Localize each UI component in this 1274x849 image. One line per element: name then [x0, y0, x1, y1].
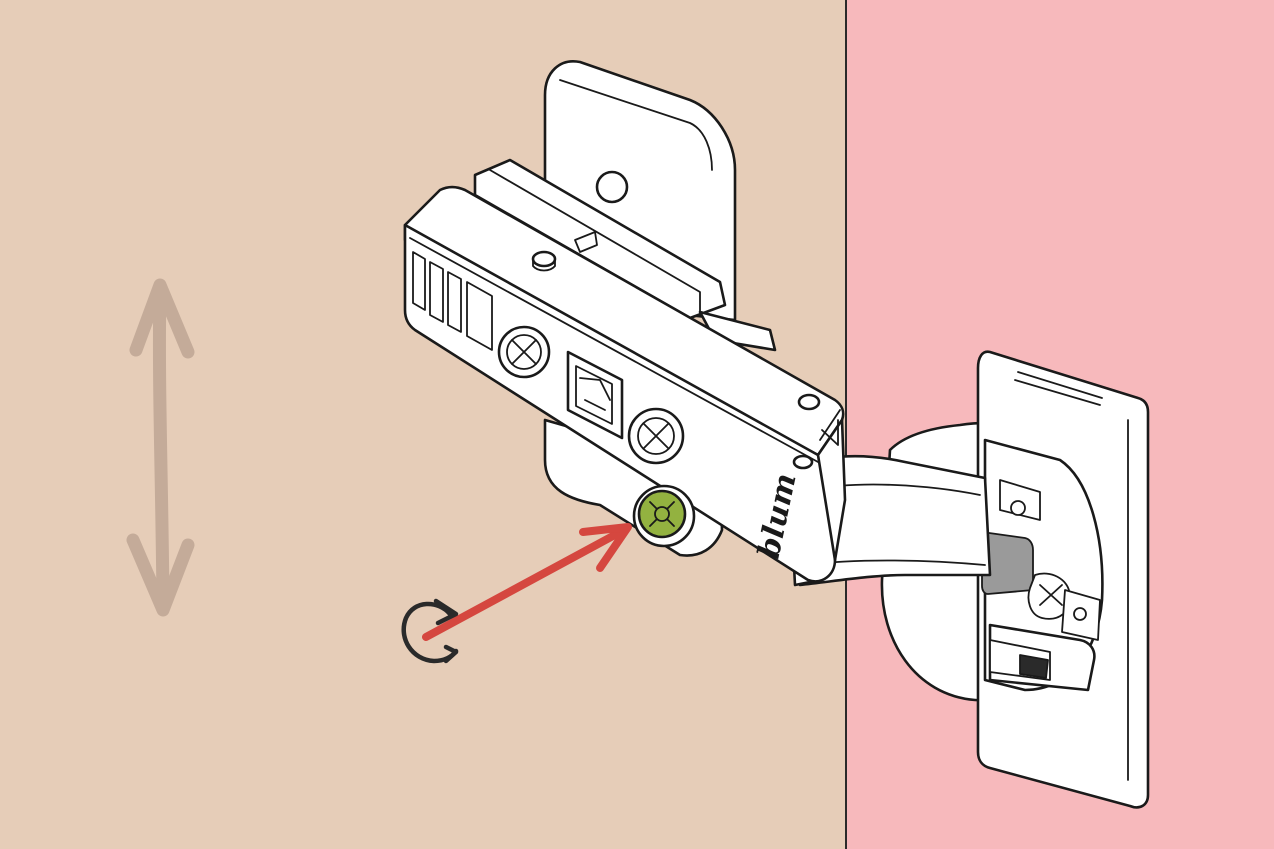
top-rail [473, 158, 777, 352]
depth-adjust-screw [632, 484, 696, 548]
hinge-body: blum [403, 185, 847, 583]
rotate-circular-arrow-icon [401, 598, 459, 664]
red-pointer-arrow-icon [422, 523, 632, 641]
cam-adjuster [566, 350, 624, 440]
phillips-screw-icon [627, 407, 685, 465]
hinge-cup-plate [880, 350, 1150, 809]
phillips-screw-icon [497, 325, 551, 379]
vertical-double-arrow-icon [126, 278, 195, 617]
